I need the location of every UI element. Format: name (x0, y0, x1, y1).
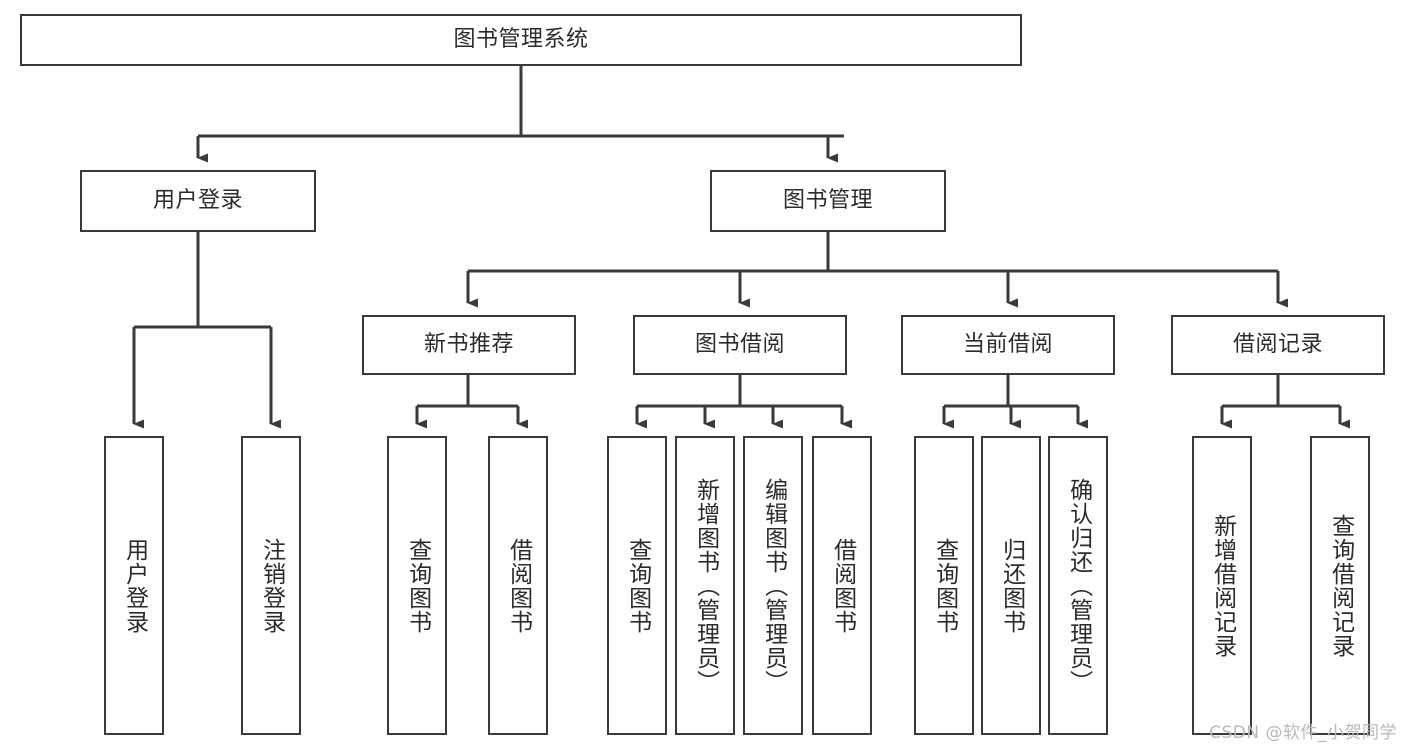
node-leaf-query-book-2-label: 查询图书 (624, 537, 651, 634)
node-leaf-query-record[interactable]: 查询借阅记录 (1310, 436, 1370, 735)
node-leaf-add-book-label: 新增图书（管理员） (692, 477, 719, 694)
node-leaf-borrow-book-1-label: 借阅图书 (505, 537, 532, 634)
node-leaf-edit-book-label: 编辑图书（管理员） (760, 477, 787, 694)
node-root[interactable]: 图书管理系统 (20, 14, 1022, 66)
node-leaf-return-book-label: 归还图书 (998, 537, 1025, 634)
node-current-borrow-label: 当前借阅 (962, 332, 1053, 358)
node-user-login[interactable]: 用户登录 (80, 170, 316, 232)
node-leaf-query-book-1-label: 查询图书 (404, 537, 431, 634)
node-leaf-user-login[interactable]: 用户登录 (104, 436, 164, 735)
node-leaf-borrow-book-2[interactable]: 借阅图书 (812, 436, 872, 735)
node-leaf-borrow-book-2-label: 借阅图书 (829, 537, 856, 634)
node-new-book-rec[interactable]: 新书推荐 (362, 315, 576, 375)
node-leaf-return-book[interactable]: 归还图书 (981, 436, 1041, 735)
node-leaf-logout-label: 注销登录 (258, 537, 285, 634)
node-root-label: 图书管理系统 (453, 27, 589, 53)
node-leaf-confirm-return-label: 确认归还（管理员） (1065, 477, 1092, 694)
node-leaf-query-book-3[interactable]: 查询图书 (914, 436, 974, 735)
node-leaf-add-book[interactable]: 新增图书（管理员） (675, 436, 735, 735)
node-leaf-add-record[interactable]: 新增借阅记录 (1192, 436, 1252, 735)
node-leaf-add-record-label: 新增借阅记录 (1209, 513, 1236, 658)
node-leaf-borrow-book-1[interactable]: 借阅图书 (488, 436, 548, 735)
node-leaf-query-book-3-label: 查询图书 (931, 537, 958, 634)
node-user-login-label: 用户登录 (152, 188, 243, 214)
node-borrow-record-label: 借阅记录 (1232, 332, 1323, 358)
node-new-book-rec-label: 新书推荐 (423, 332, 514, 358)
node-leaf-logout[interactable]: 注销登录 (241, 436, 301, 735)
node-leaf-query-book-2[interactable]: 查询图书 (607, 436, 667, 735)
node-book-manage[interactable]: 图书管理 (710, 170, 946, 232)
node-leaf-query-book-1[interactable]: 查询图书 (387, 436, 447, 735)
node-leaf-user-login-label: 用户登录 (121, 537, 148, 634)
node-borrow-record[interactable]: 借阅记录 (1171, 315, 1385, 375)
node-leaf-confirm-return[interactable]: 确认归还（管理员） (1048, 436, 1108, 735)
node-leaf-edit-book[interactable]: 编辑图书（管理员） (743, 436, 803, 735)
node-book-borrow[interactable]: 图书借阅 (633, 315, 847, 375)
node-current-borrow[interactable]: 当前借阅 (901, 315, 1115, 375)
node-book-manage-label: 图书管理 (782, 188, 873, 214)
node-book-borrow-label: 图书借阅 (694, 332, 785, 358)
node-leaf-query-record-label: 查询借阅记录 (1327, 513, 1354, 658)
